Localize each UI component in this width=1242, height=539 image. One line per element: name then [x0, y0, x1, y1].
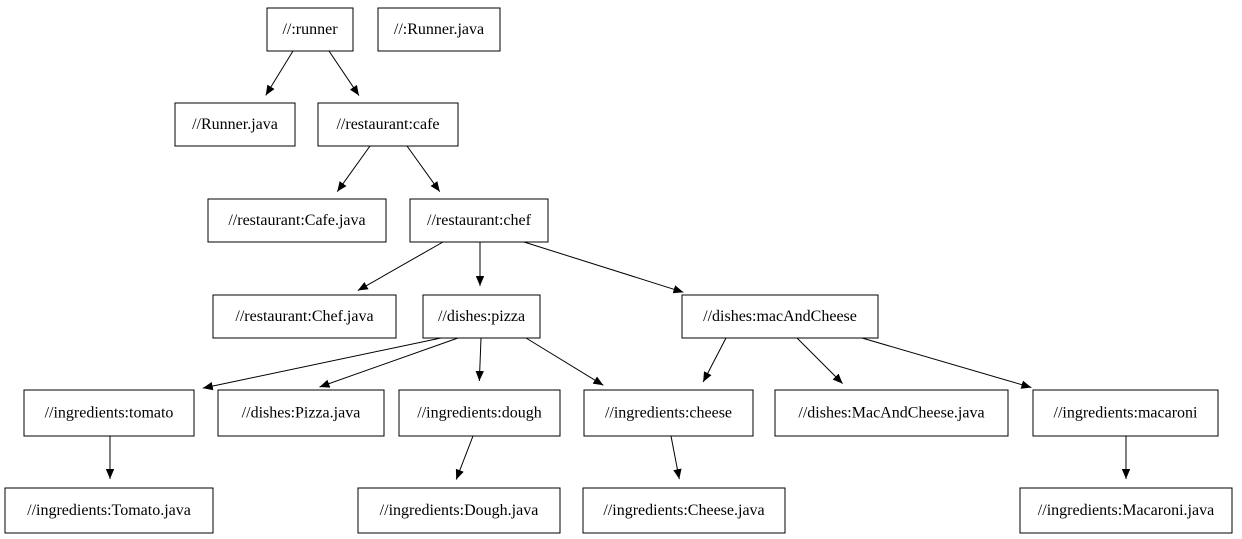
edges-layer — [105, 50, 1131, 480]
node-macaroni-java: //ingredients:Macaroni.java — [1019, 487, 1233, 534]
node-box-dough — [398, 389, 561, 437]
node-label-runner: //:runner — [282, 21, 338, 38]
node-label-cheese-java: //ingredients:Cheese.java — [603, 502, 764, 519]
node-box-runner — [266, 7, 354, 52]
node-box-mac-and-cheese-java — [774, 389, 1009, 437]
edge-chef-to-mac-and-cheese — [523, 241, 684, 294]
edge-mac-and-cheese-to-cheese — [702, 337, 727, 383]
node-label-macaroni-java: //ingredients:Macaroni.java — [1038, 502, 1214, 519]
node-mac-and-cheese: //dishes:macAndCheese — [681, 294, 879, 339]
node-label-mac-and-cheese-java: //dishes:MacAndCheese.java — [798, 405, 984, 422]
node-dough-java: //ingredients:Dough.java — [357, 487, 561, 534]
edge-mac-and-cheese-to-macaroni — [861, 337, 1032, 389]
edge-chef-to-chef-java — [357, 241, 444, 291]
edge-pizza-to-dough — [475, 337, 484, 382]
node-box-dough-java — [357, 487, 561, 534]
node-cheese: //ingredients:cheese — [583, 389, 754, 437]
edge-pizza-to-cheese — [525, 337, 604, 386]
node-box-chef-java — [212, 294, 397, 339]
node-box-runner-java-src — [377, 7, 501, 52]
nodes-layer: //:runner //:Runner.java //Runner.java //re… — [4, 7, 1233, 534]
node-label-pizza-java: //dishes:Pizza.java — [242, 405, 361, 422]
node-pizza-java: //dishes:Pizza.java — [217, 389, 385, 437]
node-label-macaroni: //ingredients:macaroni — [1054, 405, 1199, 422]
node-box-pizza-java — [217, 389, 385, 437]
node-cafe: //restaurant:cafe — [317, 102, 459, 147]
node-box-cafe-java — [207, 198, 387, 243]
edge-cafe-to-cafe-java — [336, 145, 371, 192]
edge-pizza-to-pizza-java — [319, 337, 459, 388]
edge-dough-to-dough-java — [455, 435, 474, 480]
node-runner: //:runner — [266, 7, 354, 52]
edge-cafe-to-chef — [406, 145, 441, 192]
edge-mac-and-cheese-to-mac-and-cheese-java — [796, 337, 843, 384]
node-label-pizza: //dishes:pizza — [438, 308, 525, 325]
node-mac-and-cheese-java: //dishes:MacAndCheese.java — [774, 389, 1009, 437]
node-box-cheese-java — [582, 487, 786, 534]
node-tomato: //ingredients:tomato — [23, 389, 195, 437]
node-cheese-java: //ingredients:Cheese.java — [582, 487, 786, 534]
node-box-tomato-java — [4, 487, 214, 534]
node-pizza: //dishes:pizza — [422, 294, 541, 339]
node-tomato-java: //ingredients:Tomato.java — [4, 487, 214, 534]
node-box-macaroni — [1032, 389, 1219, 437]
node-box-chef — [409, 198, 549, 243]
node-label-dough: //ingredients:dough — [417, 405, 541, 422]
node-label-chef: //restaurant:chef — [427, 212, 532, 229]
node-runner-java-src: //:Runner.java — [377, 7, 501, 52]
node-box-tomato — [23, 389, 195, 437]
node-label-dough-java: //ingredients:Dough.java — [380, 502, 539, 519]
node-box-runner-java — [174, 102, 296, 147]
node-cafe-java: //restaurant:Cafe.java — [207, 198, 387, 243]
node-label-tomato: //ingredients:tomato — [45, 405, 174, 422]
edge-runner-to-cafe — [328, 50, 360, 96]
node-macaroni: //ingredients:macaroni — [1032, 389, 1219, 437]
node-box-macaroni-java — [1019, 487, 1233, 534]
node-label-cafe: //restaurant:cafe — [336, 116, 439, 133]
node-box-cheese — [583, 389, 754, 437]
node-label-tomato-java: //ingredients:Tomato.java — [27, 502, 191, 519]
node-label-chef-java: //restaurant:Chef.java — [235, 308, 373, 325]
edge-pizza-to-tomato — [202, 337, 442, 391]
node-label-cafe-java: //restaurant:Cafe.java — [228, 212, 365, 229]
node-runner-java: //Runner.java — [174, 102, 296, 147]
node-chef: //restaurant:chef — [409, 198, 549, 243]
node-label-mac-and-cheese: //dishes:macAndCheese — [703, 308, 857, 325]
node-box-cafe — [317, 102, 459, 147]
edge-cheese-to-cheese-java — [670, 435, 682, 480]
node-dough: //ingredients:dough — [398, 389, 561, 437]
node-label-runner-java-src: //:Runner.java — [394, 21, 484, 38]
node-label-cheese: //ingredients:cheese — [605, 405, 732, 422]
node-box-mac-and-cheese — [681, 294, 879, 339]
node-chef-java: //restaurant:Chef.java — [212, 294, 397, 339]
node-box-pizza — [422, 294, 541, 339]
node-label-runner-java: //Runner.java — [192, 116, 278, 133]
edge-runner-to-runner-java — [265, 50, 294, 96]
